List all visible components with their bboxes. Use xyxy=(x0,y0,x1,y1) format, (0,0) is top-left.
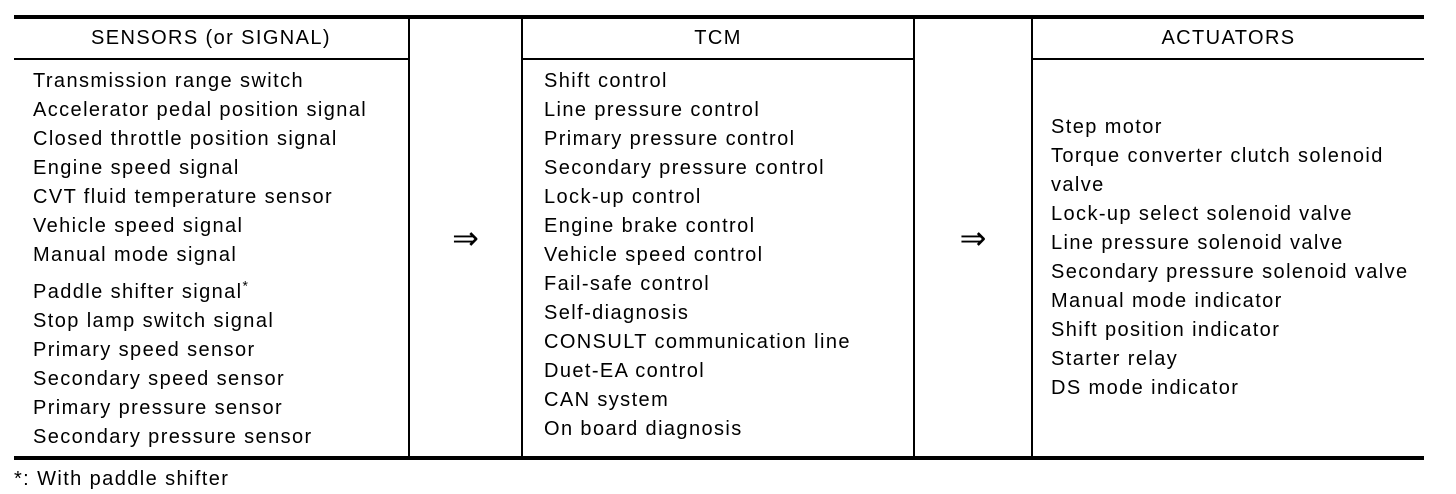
list-item: Engine brake control xyxy=(544,215,756,237)
list-item: Secondary pressure solenoid valve xyxy=(1051,261,1409,283)
flow-arrow-col-1: ⇒ xyxy=(410,19,521,456)
list-item: Vehicle speed signal xyxy=(33,215,244,237)
tcm-list-body: Shift control Line pressure control Prim… xyxy=(523,60,913,456)
tcm-io-diagram: SENSORS (or SIGNAL) Transmission range s… xyxy=(14,15,1424,494)
list-item: Duet-EA control xyxy=(544,360,706,382)
flow-table: SENSORS (or SIGNAL) Transmission range s… xyxy=(14,15,1424,460)
list-item: Vehicle speed control xyxy=(544,244,764,266)
list-item-paddle-shifter: Paddle shifter signal* xyxy=(33,278,404,307)
list-item: Closed throttle position signal xyxy=(33,128,338,150)
list-item: Shift control xyxy=(544,70,668,92)
list-item: DS mode indicator xyxy=(1051,377,1240,399)
column-header-actuators: ACTUATORS xyxy=(1033,19,1424,60)
column-actuators: ACTUATORS Step motor Torque converter cl… xyxy=(1031,19,1424,456)
list-item: Accelerator pedal position signal xyxy=(33,99,368,121)
actuators-list-body: Step motor Torque converter clutch solen… xyxy=(1033,60,1424,456)
double-right-arrow-icon: ⇒ xyxy=(959,218,987,257)
list-item: Shift position indicator xyxy=(1051,319,1281,341)
list-item: CAN system xyxy=(544,389,670,411)
list-item: Torque converter clutch solenoid valve xyxy=(1051,145,1384,196)
list-item: Lock-up select solenoid valve xyxy=(1051,203,1353,225)
column-header-sensors: SENSORS (or SIGNAL) xyxy=(14,19,408,60)
tcm-list: Shift control Line pressure control Prim… xyxy=(544,67,909,444)
list-item: Secondary pressure sensor xyxy=(33,426,313,448)
list-item: Step motor xyxy=(1051,116,1163,138)
list-item: Manual mode signal xyxy=(33,244,238,266)
list-item: Manual mode indicator xyxy=(1051,290,1283,312)
list-item: CVT fluid temperature sensor xyxy=(33,186,334,208)
column-tcm: TCM Shift control Line pressure control … xyxy=(521,19,915,456)
sensors-list: Transmission range switch Accelerator pe… xyxy=(33,67,404,452)
list-item: CONSULT communication line xyxy=(544,331,851,353)
list-item: Self-diagnosis xyxy=(544,302,690,324)
list-item: Primary pressure sensor xyxy=(33,397,284,419)
list-item: Stop lamp switch signal xyxy=(33,310,275,332)
list-item: Starter relay xyxy=(1051,348,1179,370)
list-item: Primary pressure control xyxy=(544,128,796,150)
list-item: Line pressure solenoid valve xyxy=(1051,232,1344,254)
list-item: Engine speed signal xyxy=(33,157,240,179)
footnote: *: With paddle shifter xyxy=(14,468,230,490)
sensors-list-body: Transmission range switch Accelerator pe… xyxy=(14,60,408,456)
column-sensors: SENSORS (or SIGNAL) Transmission range s… xyxy=(14,19,410,456)
actuators-list: Step motor Torque converter clutch solen… xyxy=(1051,113,1420,403)
double-right-arrow-icon: ⇒ xyxy=(452,218,479,257)
list-item: On board diagnosis xyxy=(544,418,743,440)
list-item: Fail-safe control xyxy=(544,273,711,295)
list-item: Primary speed sensor xyxy=(33,339,256,361)
flow-arrow-col-2: ⇒ xyxy=(915,19,1031,456)
list-item-label: Paddle shifter signal xyxy=(33,281,243,303)
list-item: Line pressure control xyxy=(544,99,761,121)
list-item: Transmission range switch xyxy=(33,70,305,92)
list-item: Secondary speed sensor xyxy=(33,368,286,390)
column-header-tcm: TCM xyxy=(523,19,913,60)
list-item: Secondary pressure control xyxy=(544,157,825,179)
footnote-marker: * xyxy=(242,277,248,294)
list-item: Lock-up control xyxy=(544,186,702,208)
